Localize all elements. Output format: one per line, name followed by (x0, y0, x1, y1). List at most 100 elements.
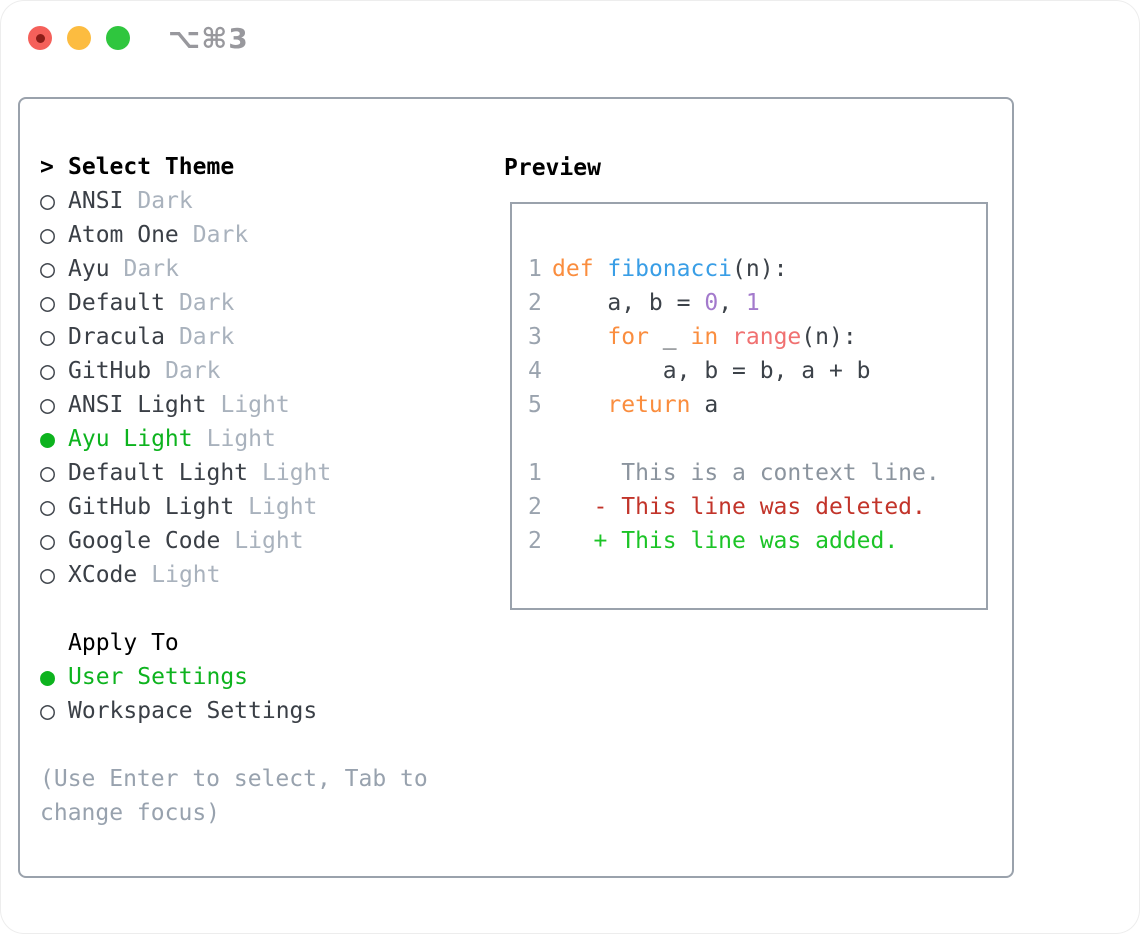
titlebar: ⌥⌘3 (0, 0, 1140, 70)
code-text: a, b = b, a + b (552, 354, 871, 388)
radio-icon: ○ (40, 186, 56, 215)
radio-icon: ○ (40, 254, 56, 283)
theme-name: Atom One (68, 222, 179, 248)
radio-icon: ○ (40, 390, 56, 419)
radio-icon: ○ (40, 458, 56, 487)
code-line: 4 a, b = b, a + b (528, 354, 986, 388)
theme-option-ansi[interactable]: ○ ANSI Dark (40, 184, 504, 218)
line-number: 1 (528, 256, 542, 282)
diff-line-context: 1 This is a context line. (528, 456, 986, 490)
theme-variant: Dark (192, 222, 249, 248)
line-number: 2 (528, 494, 542, 520)
code-text: a, b = 0, 1 (552, 286, 760, 320)
apply-option-label: User Settings (68, 664, 249, 690)
code-segment-plain: (n): (732, 256, 788, 282)
line-number: 5 (528, 392, 542, 418)
code-text: for _ in range(n): (552, 320, 856, 354)
theme-name: Default Light (68, 460, 249, 486)
prompt-caret: > (40, 154, 54, 180)
hint-text: (Use Enter to select, Tab to change focu… (40, 766, 428, 826)
apply-option-label: Workspace Settings (68, 698, 318, 724)
maximize-button[interactable] (106, 26, 130, 50)
theme-variant: Light (248, 494, 318, 520)
radio-icon: ○ (40, 560, 56, 589)
theme-name: XCode (68, 562, 138, 588)
theme-option-atom-one[interactable]: ○ Atom One Dark (40, 218, 504, 252)
theme-option-github-light[interactable]: ○ GitHub Light Light (40, 490, 504, 524)
code-segment-plain: a, b = b, a + b (552, 358, 871, 384)
radio-icon: ○ (40, 526, 56, 555)
select-theme-header: > Select Theme (40, 150, 504, 184)
theme-variant: Light (206, 426, 276, 452)
line-number: 2 (528, 290, 542, 316)
theme-variant: Light (220, 392, 290, 418)
theme-variant: Dark (123, 256, 179, 282)
minimize-button[interactable] (67, 26, 91, 50)
code-segment-number: 1 (745, 290, 760, 316)
theme-variant: Light (151, 562, 221, 588)
code-segment-keyword: for (607, 324, 649, 350)
apply-option-workspace-settings[interactable]: ○ Workspace Settings (40, 694, 504, 728)
preview-gap (528, 422, 986, 456)
radio-icon: ○ (40, 492, 56, 521)
apply-option-user-settings[interactable]: ●User Settings (40, 660, 504, 694)
traffic-lights (28, 26, 130, 50)
code-segment-plain: , (718, 290, 746, 316)
code-text: def fibonacci(n): (552, 252, 787, 286)
theme-variant: Light (234, 528, 304, 554)
theme-option-ansi-light[interactable]: ○ ANSI Light Light (40, 388, 504, 422)
diff-text: + This line was added. (552, 528, 899, 554)
radio-icon: ○ (40, 356, 56, 385)
theme-name: Default (68, 290, 165, 316)
code-segment-plain (594, 256, 608, 282)
theme-name: GitHub Light (68, 494, 235, 520)
apply-to-list: ●User Settings○ Workspace Settings (40, 660, 504, 728)
code-segment-keyword: return (607, 392, 691, 418)
code-segment-plain: a, b = (552, 290, 705, 316)
radio-selected-icon: ● (40, 424, 56, 453)
theme-name: Dracula (68, 324, 165, 350)
code-text: return a (552, 388, 718, 422)
code-segment-plain (552, 392, 607, 418)
radio-icon: ○ (40, 696, 56, 725)
diff-text: This is a context line. (552, 460, 940, 486)
theme-variant: Dark (178, 324, 235, 350)
theme-option-github[interactable]: ○ GitHub Dark (40, 354, 504, 388)
theme-option-xcode[interactable]: ○ XCode Light (40, 558, 504, 592)
theme-option-dracula[interactable]: ○ Dracula Dark (40, 320, 504, 354)
close-button[interactable] (28, 26, 52, 50)
radio-icon: ○ (40, 220, 56, 249)
code-segment-builtin: range (732, 324, 802, 350)
theme-variant: Dark (165, 358, 221, 384)
diff-text: - This line was deleted. (552, 494, 926, 520)
theme-name: ANSI (68, 188, 124, 214)
theme-option-google-code[interactable]: ○ Google Code Light (40, 524, 504, 558)
code-segment-number: 0 (704, 290, 719, 316)
code-segment-keyword: def (552, 256, 594, 282)
code-segment-plain: a (690, 392, 719, 418)
line-number: 2 (528, 528, 542, 554)
code-segment-plain (552, 324, 607, 350)
radio-icon: ○ (40, 288, 56, 317)
theme-name: ANSI Light (68, 392, 207, 418)
close-dot-icon (35, 33, 45, 43)
preview-header: Preview (504, 155, 601, 181)
code-segment-plain: _ (648, 324, 691, 350)
theme-variant: Dark (137, 188, 193, 214)
theme-option-default[interactable]: ○ Default Dark (40, 286, 504, 320)
code-segment-keyword: in (690, 324, 719, 350)
radio-icon: ○ (40, 322, 56, 351)
window-title: ⌥⌘3 (168, 22, 249, 55)
select-theme-title: Select Theme (68, 154, 235, 180)
theme-variant: Dark (178, 290, 235, 316)
code-line: 5 return a (528, 388, 986, 422)
theme-name: GitHub (68, 358, 152, 384)
theme-name: Google Code (68, 528, 221, 554)
